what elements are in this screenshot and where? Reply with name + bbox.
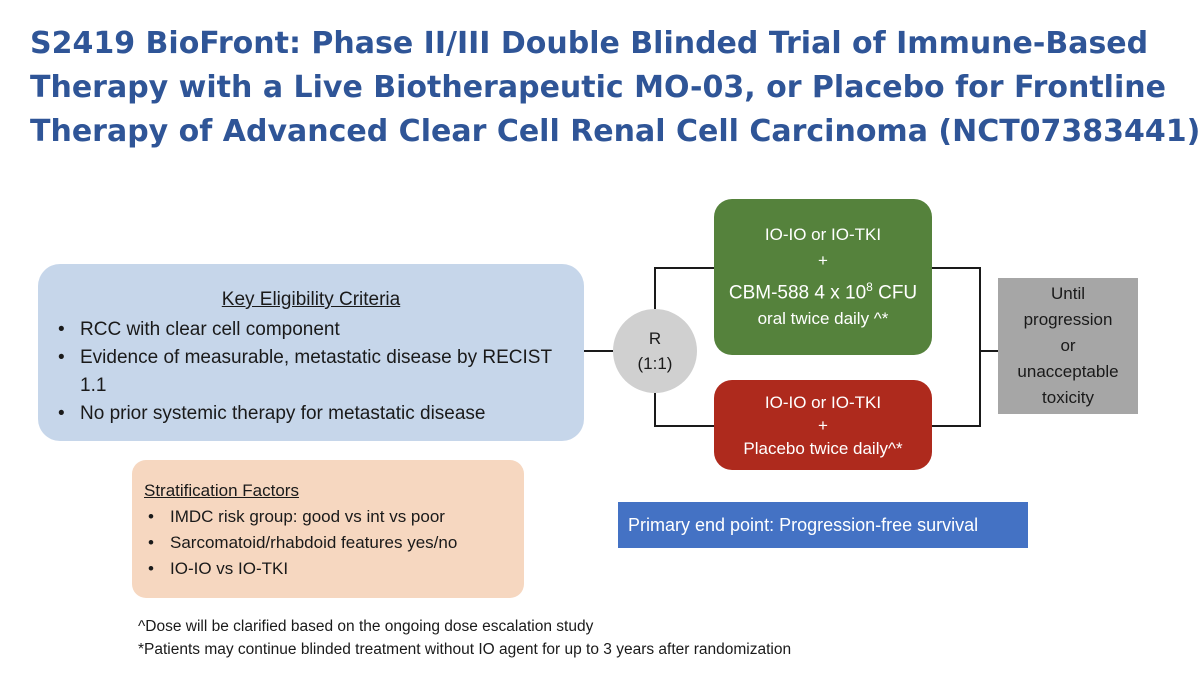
experimental-arm-box: IO-IO or IO-TKI + CBM-588 4 x 108 CFU or… [714, 199, 932, 355]
until-line: unacceptable [1017, 362, 1119, 381]
randomization-circle: R (1:1) [613, 309, 697, 393]
title-line-2: Therapy with a Live Biotherapeutic MO-03… [30, 70, 1166, 105]
title-line-1: S2419 BioFront: Phase II/III Double Blin… [30, 26, 1149, 61]
stratification-list: IMDC risk group: good vs int vs poor Sar… [144, 504, 512, 582]
footnotes: ^Dose will be clarified based on the ong… [138, 615, 1138, 661]
key-eligibility-box: Key Eligibility Criteria RCC with clear … [38, 264, 584, 441]
list-item: IMDC risk group: good vs int vs poor [148, 504, 512, 530]
drug-dose-text: CBM-588 4 x 10 [728, 282, 867, 304]
experimental-arm-plus: + [818, 250, 828, 270]
list-item: Sarcomatoid/rhabdoid features yes/no [148, 530, 512, 556]
connector-placebo-to-merge [932, 351, 981, 427]
experimental-arm-regimen: IO-IO or IO-TKI [764, 224, 882, 244]
drug-dose-exponent: 8 [866, 279, 873, 294]
placebo-arm-box: IO-IO or IO-TKI + Placebo twice daily^* [714, 380, 932, 470]
connector-experimental-to-merge [932, 267, 981, 351]
list-item: Evidence of measurable, metastatic disea… [58, 344, 564, 400]
list-item: IO-IO vs IO-TKI [148, 556, 512, 582]
title-line-3: Therapy of Advanced Clear Cell Renal Cel… [30, 114, 1200, 149]
until-line: toxicity [1042, 388, 1094, 407]
connector-r-to-placebo [654, 393, 714, 427]
experimental-arm-schedule: oral twice daily ^* [757, 309, 889, 329]
until-progression-box: Until progression or unacceptable toxici… [998, 278, 1138, 414]
primary-endpoint-box: Primary end point: Progression-free surv… [618, 502, 1028, 548]
until-line: Until [1050, 284, 1085, 303]
connector-r-to-experimental [654, 267, 714, 309]
footnote-dose: ^Dose will be clarified based on the ong… [138, 618, 594, 635]
eligibility-list: RCC with clear cell component Evidence o… [58, 316, 564, 428]
placebo-arm-regimen: IO-IO or IO-TKI [764, 392, 882, 412]
experimental-arm-drug: CBM-588 4 x 108 CFU [729, 274, 917, 306]
stratification-heading: Stratification Factors [144, 481, 299, 500]
list-item: RCC with clear cell component [58, 316, 564, 344]
placebo-arm-schedule: Placebo twice daily^* [743, 438, 903, 458]
page-title: S2419 BioFront: Phase II/III Double Blin… [30, 22, 1200, 154]
stratification-box: Stratification Factors IMDC risk group: … [132, 460, 524, 598]
footnote-blinded: *Patients may continue blinded treatment… [138, 641, 792, 658]
until-line: progression [1023, 310, 1113, 329]
drug-dose-unit: CFU [872, 282, 918, 304]
until-line: or [1060, 336, 1076, 355]
placebo-arm-plus: + [818, 415, 828, 435]
randomization-ratio: (1:1) [637, 354, 673, 373]
randomization-label: R [648, 329, 662, 348]
eligibility-heading: Key Eligibility Criteria [221, 289, 401, 310]
list-item: No prior systemic therapy for metastatic… [58, 400, 564, 428]
